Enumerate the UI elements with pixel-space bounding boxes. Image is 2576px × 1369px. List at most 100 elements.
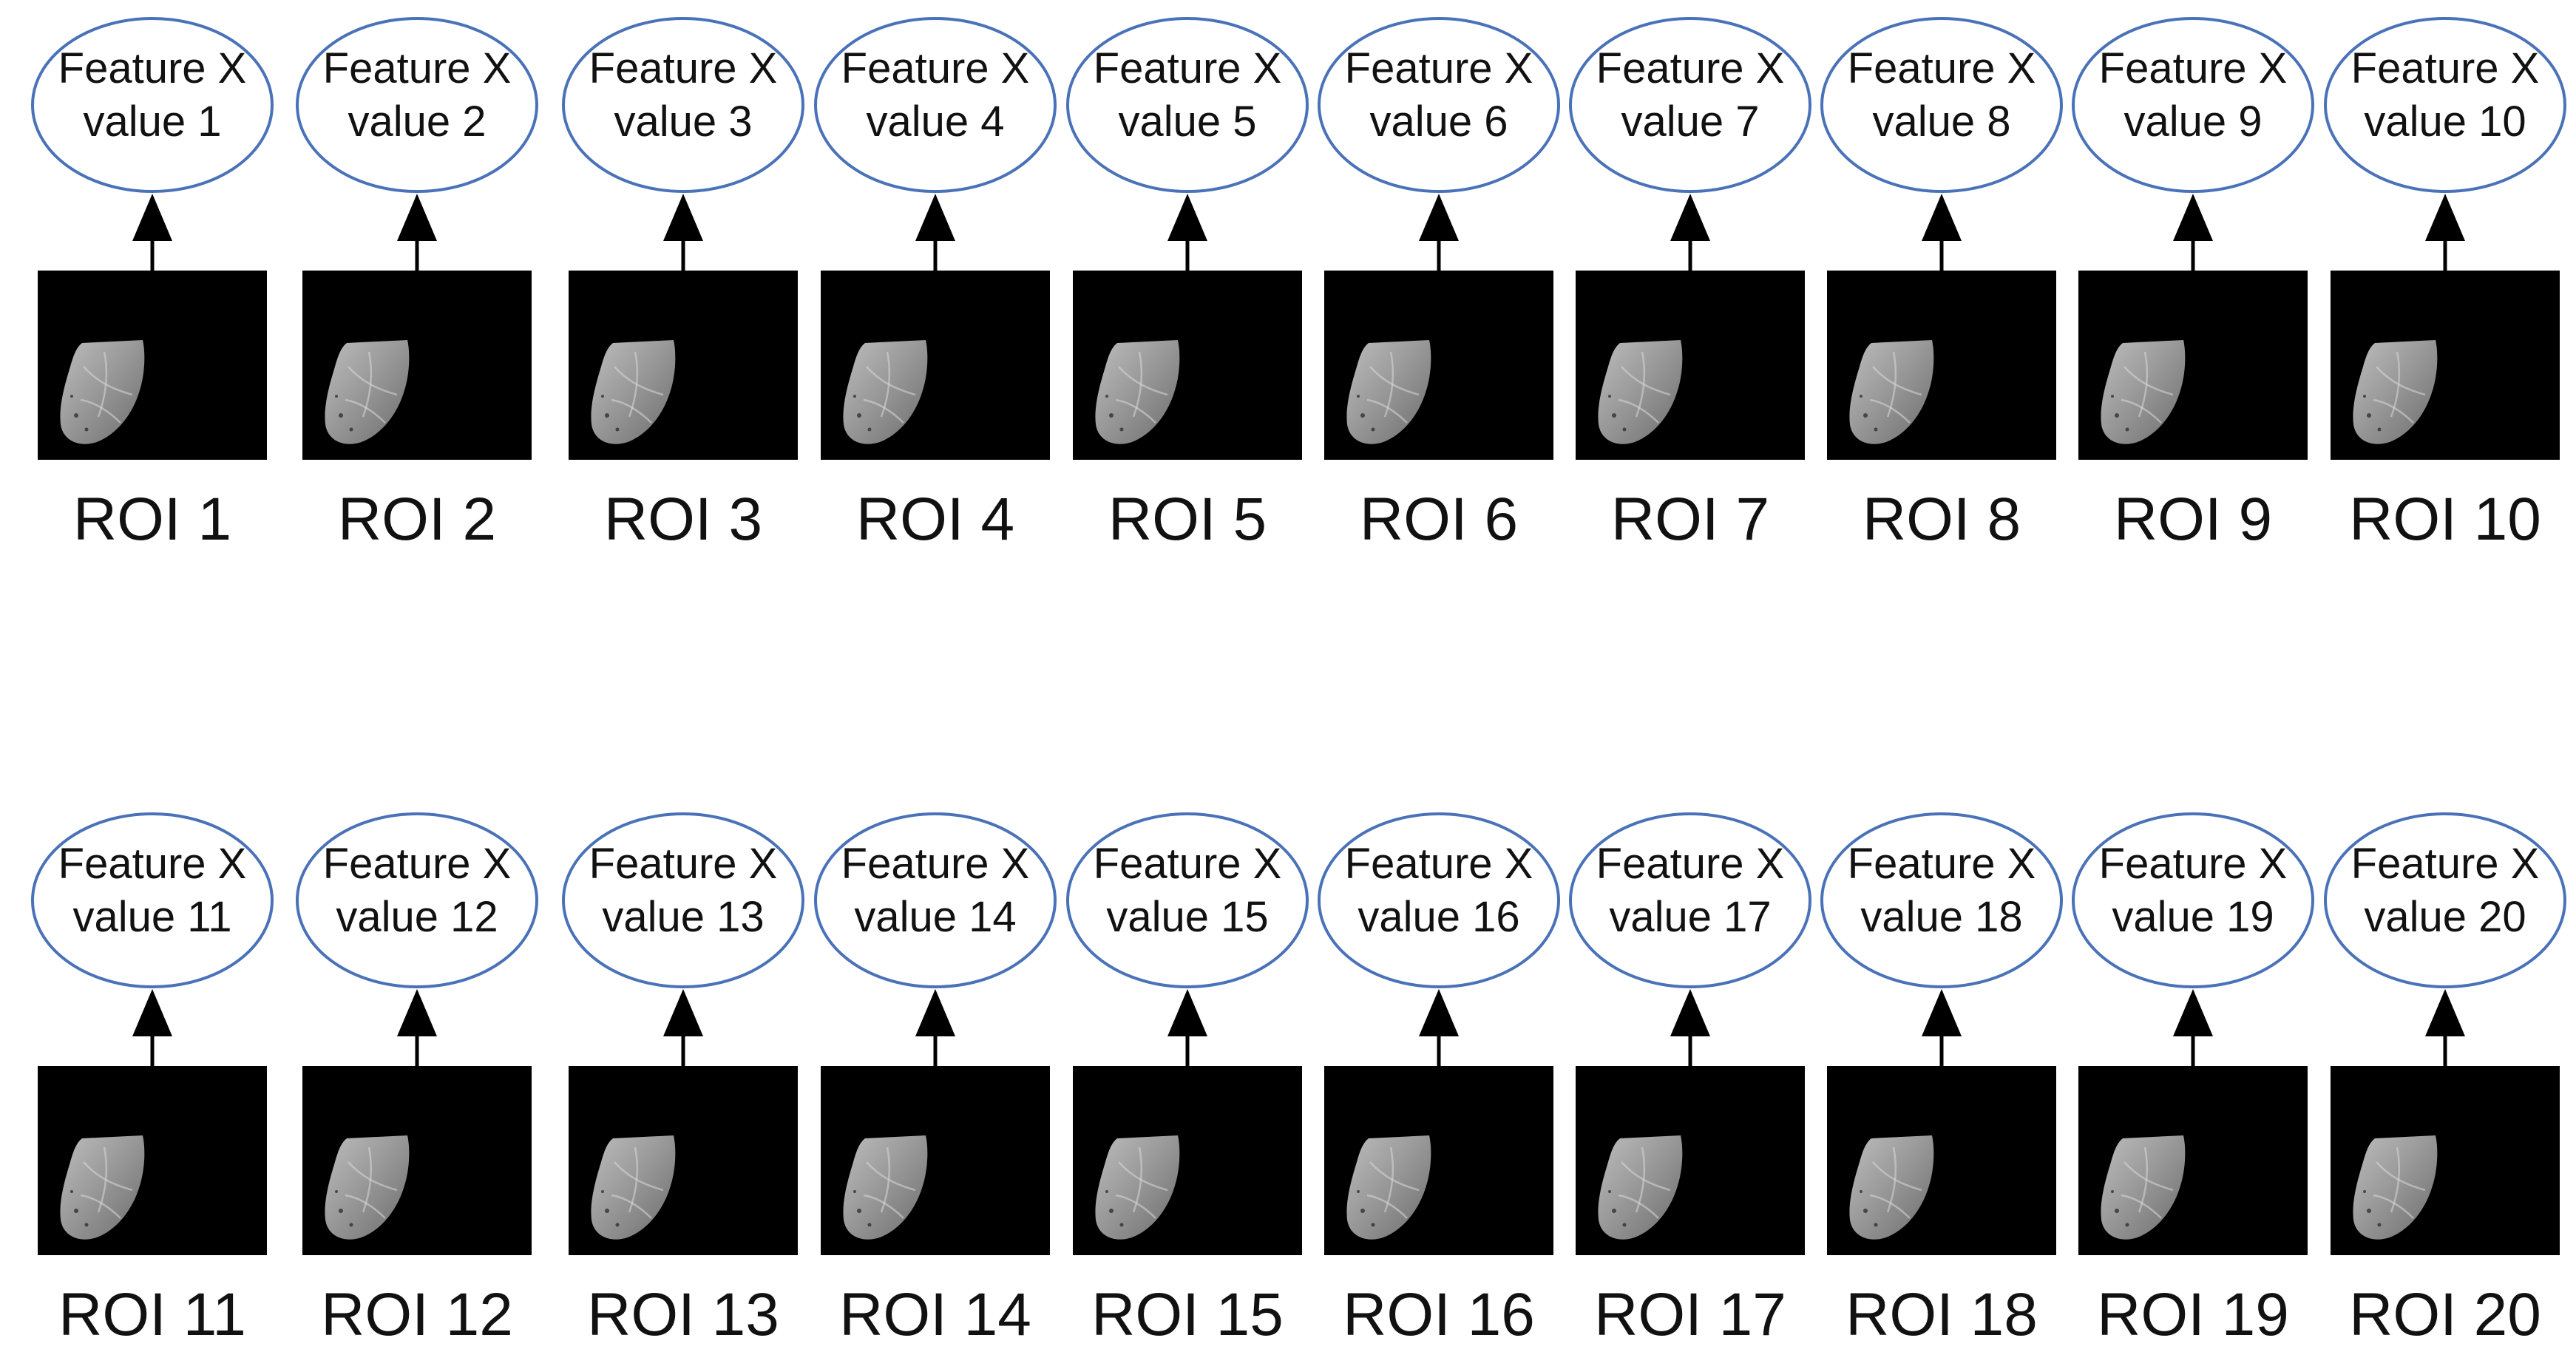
feature-value-text: value 17 xyxy=(1609,893,1771,941)
roi-image xyxy=(2078,271,2308,460)
feature-value-text: value 3 xyxy=(614,98,752,146)
feature-value-text: value 14 xyxy=(854,893,1016,941)
feature-name-text: Feature X xyxy=(2351,44,2540,92)
roi-label: ROI 3 xyxy=(604,486,762,553)
feature-value-text: value 2 xyxy=(348,98,486,146)
feature-ellipse xyxy=(562,812,804,988)
arrow-up-icon xyxy=(2425,989,2465,1036)
roi-label: ROI 18 xyxy=(1845,1281,2038,1348)
arrow-up-icon xyxy=(1167,194,1207,241)
roi-label: ROI 2 xyxy=(338,486,496,553)
feature-name-text: Feature X xyxy=(1094,840,1282,888)
arrow-up-icon xyxy=(663,989,703,1036)
feature-ellipse xyxy=(2324,812,2566,988)
roi-row: Feature X value 1 ROI 1 Feature X value 2 ROI… xyxy=(31,17,2566,553)
arrow-up-icon xyxy=(132,194,172,241)
feature-ellipse xyxy=(2072,17,2314,193)
feature-name-text: Feature X xyxy=(841,840,1030,888)
roi-label: ROI 1 xyxy=(73,486,231,553)
roi-image xyxy=(569,1066,798,1255)
feature-ellipse xyxy=(1318,17,1560,193)
roi-feature-cell: Feature X value 2 ROI 2 xyxy=(296,17,538,553)
feature-value-text: value 1 xyxy=(83,98,221,146)
arrow-up-icon xyxy=(1922,194,1962,241)
feature-ellipse xyxy=(2324,17,2566,193)
feature-name-text: Feature X xyxy=(1848,44,2036,92)
arrow-up-icon xyxy=(1419,194,1459,241)
feature-name-text: Feature X xyxy=(2099,840,2288,888)
roi-image xyxy=(38,1066,267,1255)
arrow-up-icon xyxy=(915,989,955,1036)
feature-value-text: value 15 xyxy=(1106,893,1268,941)
arrow-up-icon xyxy=(1167,989,1207,1036)
roi-label: ROI 10 xyxy=(2349,486,2541,553)
feature-ellipse xyxy=(1066,17,1309,193)
roi-image xyxy=(2331,271,2560,460)
arrow-up-icon xyxy=(915,194,955,241)
feature-name-text: Feature X xyxy=(1848,840,2036,888)
roi-image xyxy=(1576,1066,1805,1255)
roi-image xyxy=(821,271,1050,460)
feature-name-text: Feature X xyxy=(58,840,247,888)
feature-ellipse xyxy=(1569,812,1811,988)
roi-feature-cell: Feature X value 17 ROI 17 xyxy=(1569,812,1811,1348)
roi-label: ROI 16 xyxy=(1343,1281,1535,1348)
feature-name-text: Feature X xyxy=(323,840,512,888)
feature-ellipse xyxy=(814,812,1057,988)
roi-label: ROI 13 xyxy=(587,1281,779,1348)
roi-label: ROI 8 xyxy=(1862,486,2021,553)
roi-image xyxy=(569,271,798,460)
feature-ellipse xyxy=(1820,17,2063,193)
feature-ellipse xyxy=(296,812,538,988)
arrow-up-icon xyxy=(2425,194,2465,241)
feature-value-text: value 10 xyxy=(2364,98,2526,146)
arrow-up-icon xyxy=(2173,989,2213,1036)
roi-image xyxy=(1073,271,1302,460)
roi-image xyxy=(38,271,267,460)
feature-ellipse xyxy=(296,17,538,193)
feature-value-text: value 5 xyxy=(1118,98,1256,146)
feature-name-text: Feature X xyxy=(1596,44,1785,92)
arrow-up-icon xyxy=(397,194,437,241)
arrow-up-icon xyxy=(1670,989,1710,1036)
roi-label: ROI 14 xyxy=(839,1281,1031,1348)
feature-name-text: Feature X xyxy=(58,44,247,92)
feature-value-text: value 13 xyxy=(602,893,764,941)
roi-label: ROI 20 xyxy=(2349,1281,2541,1348)
roi-label: ROI 9 xyxy=(2114,486,2272,553)
feature-value-text: value 9 xyxy=(2123,98,2262,146)
feature-name-text: Feature X xyxy=(589,840,778,888)
feature-name-text: Feature X xyxy=(1596,840,1785,888)
feature-name-text: Feature X xyxy=(1094,44,1282,92)
roi-image xyxy=(1324,271,1553,460)
roi-label: ROI 12 xyxy=(321,1281,513,1348)
roi-image xyxy=(821,1066,1050,1255)
roi-image xyxy=(1073,1066,1302,1255)
roi-image xyxy=(1827,1066,2056,1255)
arrow-up-icon xyxy=(663,194,703,241)
arrow-up-icon xyxy=(397,989,437,1036)
feature-name-text: Feature X xyxy=(1345,840,1533,888)
roi-label: ROI 17 xyxy=(1594,1281,1786,1348)
roi-image xyxy=(302,271,532,460)
feature-value-text: value 7 xyxy=(1621,98,1759,146)
feature-name-text: Feature X xyxy=(323,44,512,92)
arrow-up-icon xyxy=(132,989,172,1036)
feature-ellipse xyxy=(1820,812,2063,988)
roi-image xyxy=(302,1066,532,1255)
feature-ellipse xyxy=(562,17,804,193)
roi-image xyxy=(2078,1066,2308,1255)
